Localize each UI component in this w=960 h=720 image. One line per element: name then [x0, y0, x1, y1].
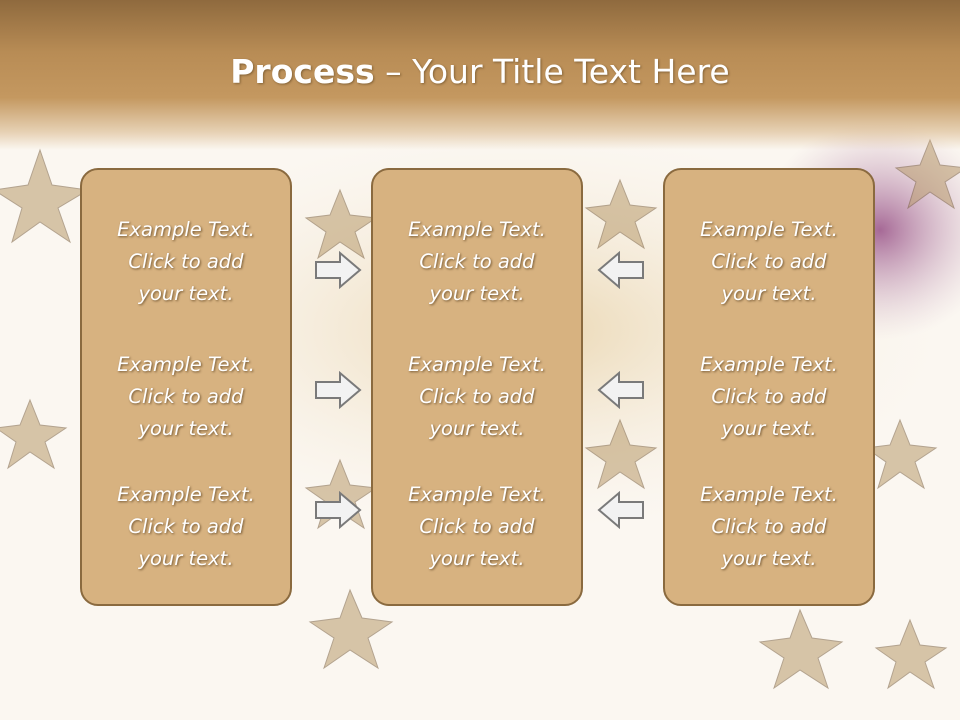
text-line: Example Text. — [408, 353, 546, 376]
text-line: Click to add — [128, 515, 244, 538]
text-line: your text. — [429, 282, 525, 305]
text-block[interactable]: Example Text. Click to add your text. — [373, 479, 581, 575]
text-line: Example Text. — [408, 218, 546, 241]
arrow-left-icon[interactable] — [597, 371, 645, 409]
text-block[interactable]: Example Text. Click to add your text. — [373, 349, 581, 445]
title-rest: – Your Title Text Here — [374, 52, 730, 91]
text-line: your text. — [138, 547, 234, 570]
process-box-center[interactable]: Example Text. Click to add your text. Ex… — [371, 168, 583, 606]
text-line: Example Text. — [700, 483, 838, 506]
text-block[interactable]: Example Text. Click to add your text. — [665, 479, 873, 575]
text-line: Click to add — [419, 385, 535, 408]
slide-title[interactable]: Process – Your Title Text Here — [0, 52, 960, 91]
text-line: Example Text. — [700, 218, 838, 241]
arrow-right-icon[interactable] — [314, 251, 362, 289]
text-line: your text. — [721, 417, 817, 440]
arrow-left-icon[interactable] — [597, 491, 645, 529]
text-line: Example Text. — [408, 483, 546, 506]
text-line: your text. — [429, 547, 525, 570]
text-line: Click to add — [711, 385, 827, 408]
text-block[interactable]: Example Text. Click to add your text. — [82, 349, 290, 445]
text-line: your text. — [721, 547, 817, 570]
text-line: your text. — [429, 417, 525, 440]
text-line: your text. — [138, 282, 234, 305]
text-line: Example Text. — [117, 218, 255, 241]
text-line: Click to add — [711, 250, 827, 273]
text-block[interactable]: Example Text. Click to add your text. — [82, 479, 290, 575]
text-line: Click to add — [419, 250, 535, 273]
text-line: Click to add — [128, 250, 244, 273]
arrow-right-icon[interactable] — [314, 371, 362, 409]
text-block[interactable]: Example Text. Click to add your text. — [665, 214, 873, 310]
process-box-right[interactable]: Example Text. Click to add your text. Ex… — [663, 168, 875, 606]
text-line: your text. — [138, 417, 234, 440]
text-block[interactable]: Example Text. Click to add your text. — [82, 214, 290, 310]
text-line: Click to add — [711, 515, 827, 538]
text-line: Example Text. — [700, 353, 838, 376]
text-line: Example Text. — [117, 483, 255, 506]
text-line: Example Text. — [117, 353, 255, 376]
title-bar — [0, 0, 960, 150]
text-line: your text. — [721, 282, 817, 305]
arrow-left-icon[interactable] — [597, 251, 645, 289]
text-block[interactable]: Example Text. Click to add your text. — [665, 349, 873, 445]
text-line: Click to add — [419, 515, 535, 538]
text-block[interactable]: Example Text. Click to add your text. — [373, 214, 581, 310]
text-line: Click to add — [128, 385, 244, 408]
arrow-right-icon[interactable] — [314, 491, 362, 529]
process-box-left[interactable]: Example Text. Click to add your text. Ex… — [80, 168, 292, 606]
title-bold: Process — [230, 52, 375, 91]
